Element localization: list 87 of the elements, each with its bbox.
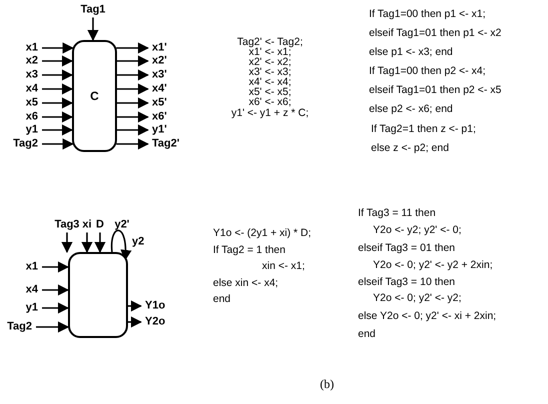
signal-name: Y2o [145, 316, 166, 328]
signal-name: y2 [132, 236, 144, 248]
signal-name: Tag3 [54, 220, 80, 230]
signal-arrow [117, 111, 150, 123]
signal-name: Tag2 [13, 138, 38, 150]
code-line: else Y2o <- 0; y2' <- xi + 2xin; [358, 310, 496, 322]
code-line: elseif Tag1=01 then p1 <- x2 [369, 28, 502, 38]
signal-name: x1 [26, 42, 38, 54]
signal-arrow [116, 138, 150, 150]
signal-arrow [87, 18, 99, 42]
signal-name: x4 [26, 284, 38, 296]
signal-arrow [42, 42, 74, 54]
signal-name: Tag2' [152, 138, 180, 150]
code-line: Y1o <- (2y1 + xi) * D; [213, 228, 312, 238]
signal-arrow [128, 300, 142, 312]
signal-arrow [42, 97, 74, 109]
code-line: y1' <- y1 + z * C; [231, 108, 309, 118]
signal-name: x6' [152, 112, 167, 122]
code-line: xin <- x1; [262, 260, 305, 272]
signal-arrow [117, 97, 150, 109]
signal-arrow [117, 55, 150, 67]
signal-arrow [42, 83, 74, 95]
signal-arrow [128, 316, 142, 328]
signal-arrow [117, 83, 150, 95]
code-line: If Tag1=00 then p1 <- x1; [369, 8, 486, 20]
signal-name: xi [82, 220, 92, 230]
signal-name: x4 [26, 84, 38, 94]
code-line: Y2o <- 0; y2' <- y2 + 2xin; [373, 260, 493, 270]
code-line: else xin <- x4; [213, 278, 278, 288]
signal-arrow [42, 55, 74, 67]
signal-arrow [61, 232, 73, 254]
function-block [72, 40, 117, 152]
signal-arrow [81, 232, 93, 254]
signal-name: Tag1 [80, 4, 106, 16]
signal-arrow [42, 138, 74, 150]
signal-name: y1 [26, 302, 38, 314]
code-line: x2' <- x2; [248, 56, 292, 68]
code-line: else p1 <- x3; end [369, 46, 453, 58]
code-line: If Tag1=00 then p2 <- x4; [369, 66, 486, 76]
code-line: x3' <- x3; [248, 66, 292, 78]
signal-name: x3' [152, 70, 167, 80]
code-line: else p2 <- x6; end [369, 104, 453, 114]
signal-arrow [42, 284, 70, 296]
signal-name: x5 [26, 98, 38, 108]
code-line: end [213, 294, 231, 304]
code-line: Y2o <- y2; y2' <- 0; [373, 224, 462, 236]
signal-arrow [117, 69, 150, 81]
signal-name: D [96, 220, 104, 230]
signal-arrow [42, 302, 70, 314]
signal-name: x2 [26, 56, 38, 66]
block-label: C [90, 89, 99, 103]
code-line: x4' <- x4; [248, 76, 292, 88]
code-line: x6' <- x6; [248, 96, 292, 108]
signal-arrow [42, 111, 74, 123]
signal-arrow [42, 69, 74, 81]
signal-arrow [42, 124, 74, 136]
signal-name: x1 [26, 262, 38, 272]
signal-name: x3 [26, 70, 38, 80]
code-line: Y2o <- 0; y2' <- y2; [373, 292, 462, 304]
signal-arrow [116, 42, 150, 54]
signal-name: x5' [152, 98, 167, 108]
function-block [68, 252, 128, 338]
signal-arrow [36, 321, 70, 333]
signal-arrow [94, 232, 106, 254]
signal-name: x4' [152, 84, 167, 94]
code-line: elseif Tag1=01 then p2 <- x5 [369, 84, 502, 96]
code-line: elseif Tag3 = 10 then [358, 276, 456, 288]
code-line: Tag2' <- Tag2; [237, 36, 303, 48]
signal-arrow [117, 124, 150, 136]
code-line: elseif Tag3 = 01 then [358, 242, 456, 254]
signal-name: Y1o [145, 300, 166, 312]
code-line: If Tag2 = 1 then [213, 244, 286, 256]
signal-name: x6 [26, 112, 38, 122]
signal-name: Tag2 [7, 322, 32, 332]
signal-name: x1' [152, 42, 167, 54]
code-line: If Tag2=1 then z <- p1; [371, 124, 476, 134]
signal-name: y2' [114, 220, 130, 230]
figure-caption: (b) [320, 378, 334, 390]
code-line: x5' <- x5; [248, 86, 292, 98]
signal-name: y1 [26, 124, 38, 136]
code-line: end [358, 328, 376, 340]
signal-name: x2' [152, 56, 167, 66]
code-line: If Tag3 = 11 then [358, 208, 436, 218]
code-line: else z <- p2; end [371, 142, 449, 154]
signal-name: y1' [152, 124, 167, 136]
code-line: x1' <- x1; [248, 46, 292, 58]
signal-arrow [42, 261, 70, 273]
